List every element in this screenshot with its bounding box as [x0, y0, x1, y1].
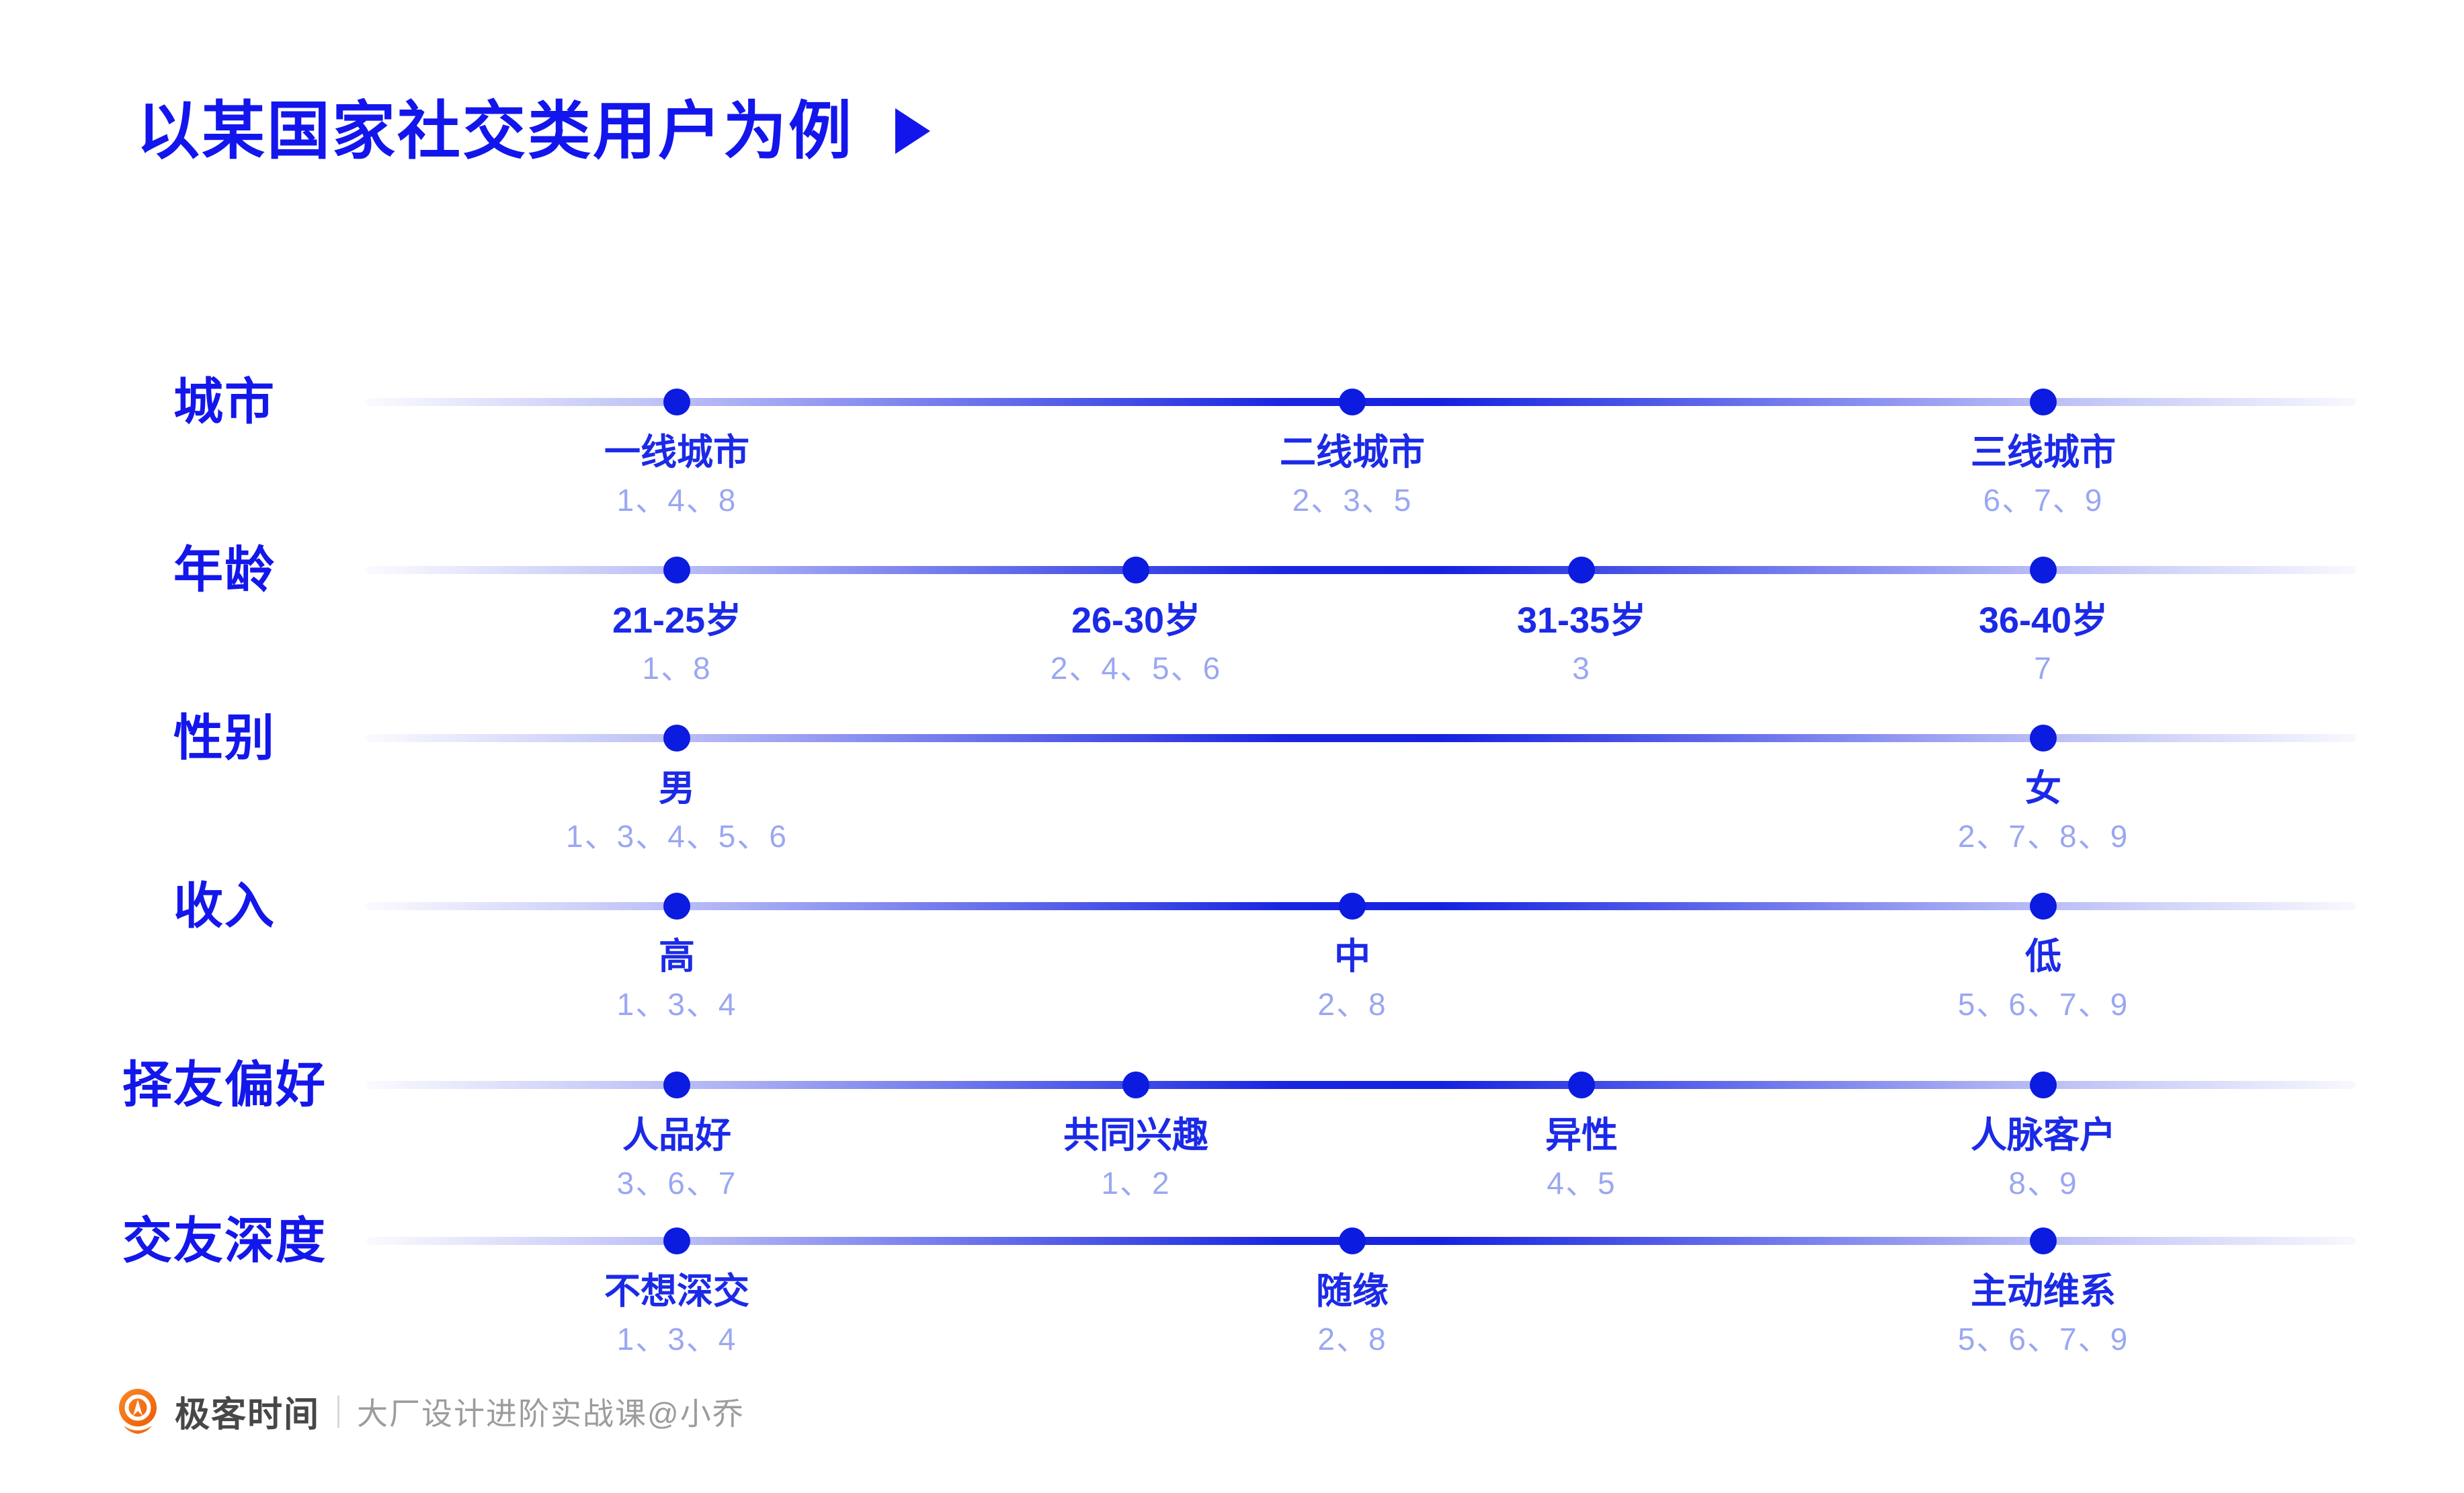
point-label: 人脉客户	[1971, 1115, 2116, 1156]
title-text: 以某国家社交类用户为例	[136, 95, 854, 166]
point-label: 一线城市	[604, 432, 749, 473]
point-user-ids: 1、2	[1101, 1166, 1171, 1201]
data-dot	[663, 1227, 690, 1254]
point-depth-casual: 随缘 2、8	[1191, 1269, 1514, 1359]
data-dot	[663, 1072, 690, 1098]
geektime-logo-icon	[119, 1388, 157, 1434]
point-income-low: 低 5、6、7、9	[1882, 934, 2205, 1024]
point-income-mid: 中 2、8	[1191, 934, 1514, 1024]
point-label: 三线城市	[1971, 432, 2116, 473]
gradient-track	[366, 566, 2356, 574]
point-label: 女	[2025, 768, 2061, 809]
point-pref-network: 人脉客户 8、9	[1882, 1113, 2205, 1203]
gradient-track	[366, 1081, 2356, 1089]
point-pref-opposite-sex: 异性 4、5	[1420, 1113, 1743, 1203]
point-user-ids: 1、3、4、5、6	[566, 819, 788, 854]
point-user-ids: 1、3、4	[616, 1322, 737, 1357]
footer-divider	[337, 1395, 340, 1428]
data-dot	[1122, 557, 1149, 583]
gradient-track	[366, 734, 2356, 742]
point-label: 男	[659, 768, 695, 809]
point-age-26-30: 26-30岁 2、4、5、6	[975, 598, 1297, 688]
point-depth-shallow: 不想深交 1、3、4	[516, 1269, 838, 1359]
point-tier1-city: 一线城市 1、4、8	[516, 430, 838, 520]
point-label: 异性	[1545, 1115, 1618, 1156]
data-dot	[2030, 389, 2057, 415]
point-age-31-35: 31-35岁 3	[1420, 598, 1743, 688]
point-user-ids: 1、8	[642, 651, 712, 686]
point-user-ids: 2、7、8、9	[1957, 819, 2129, 854]
point-label: 21-25岁	[612, 600, 742, 641]
point-user-ids: 2、8	[1317, 987, 1387, 1022]
point-label: 随缘	[1316, 1271, 1389, 1312]
data-dot	[663, 389, 690, 415]
data-dot	[1568, 557, 1595, 583]
point-label: 低	[2025, 936, 2061, 977]
point-label: 不想深交	[604, 1271, 749, 1312]
point-user-ids: 4、5	[1547, 1166, 1616, 1201]
data-dot	[2030, 1072, 2057, 1098]
point-label: 人品好	[622, 1115, 731, 1156]
point-gender-female: 女 2、7、8、9	[1882, 766, 2205, 856]
page-title: 以某国家社交类用户为例	[136, 94, 931, 168]
point-label: 31-35岁	[1516, 600, 1647, 641]
data-dot	[2030, 893, 2057, 920]
point-gender-male: 男 1、3、4、5、6	[516, 766, 838, 856]
course-credit: 大厂设计进阶实战课@小乔	[357, 1396, 745, 1431]
data-dot	[1339, 893, 1366, 920]
data-dot	[1339, 389, 1366, 415]
point-label: 共同兴趣	[1063, 1115, 1208, 1156]
row-category-label: 收入	[173, 878, 276, 934]
point-user-ids: 7	[2034, 651, 2053, 686]
point-depth-active: 主动维系 5、6、7、9	[1882, 1269, 2205, 1359]
point-user-ids: 5、6、7、9	[1957, 987, 2129, 1022]
point-tier2-city: 二线城市 2、3、5	[1191, 430, 1514, 520]
point-tier3-city: 三线城市 6、7、9	[1882, 430, 2205, 520]
point-label: 26-30岁	[1071, 600, 1201, 641]
point-label: 中	[1334, 936, 1370, 977]
row-category-label: 择友偏好	[122, 1057, 327, 1113]
point-label: 二线城市	[1280, 432, 1425, 473]
data-dot	[1122, 1072, 1149, 1098]
point-user-ids: 2、3、5	[1292, 483, 1413, 518]
data-dot	[2030, 1227, 2057, 1254]
play-triangle-icon	[895, 108, 931, 154]
point-pref-shared-interest: 共同兴趣 1、2	[975, 1113, 1297, 1203]
point-income-high: 高 1、3、4	[516, 934, 838, 1024]
row-category-label: 交友深度	[122, 1213, 327, 1268]
point-pref-character: 人品好 3、6、7	[516, 1113, 838, 1203]
data-dot	[1339, 1227, 1366, 1254]
row-category-label: 年龄	[173, 542, 276, 598]
data-dot	[1568, 1072, 1595, 1098]
point-age-21-25: 21-25岁 1、8	[516, 598, 838, 688]
data-dot	[2030, 557, 2057, 583]
point-user-ids: 2、4、5、6	[1050, 651, 1222, 686]
point-user-ids: 3、6、7	[616, 1166, 737, 1201]
point-user-ids: 6、7、9	[1983, 483, 2104, 518]
point-user-ids: 8、9	[2008, 1166, 2078, 1201]
point-user-ids: 1、4、8	[616, 483, 737, 518]
point-user-ids: 3	[1572, 651, 1591, 686]
data-dot	[663, 557, 690, 583]
row-category-label: 城市	[173, 374, 276, 430]
brand-name: 极客时间	[175, 1396, 321, 1435]
point-label: 36-40岁	[1978, 600, 2108, 641]
row-category-label: 性别	[173, 710, 276, 766]
point-user-ids: 5、6、7、9	[1957, 1322, 2129, 1357]
point-user-ids: 1、3、4	[616, 987, 737, 1022]
point-age-36-40: 36-40岁 7	[1882, 598, 2205, 688]
data-dot	[663, 893, 690, 920]
data-dot	[2030, 725, 2057, 752]
data-dot	[663, 725, 690, 752]
point-label: 主动维系	[1971, 1271, 2116, 1312]
footer: 极客时间 大厂设计进阶实战课@小乔	[116, 1386, 745, 1437]
point-label: 高	[659, 936, 695, 977]
point-user-ids: 2、8	[1317, 1322, 1387, 1357]
